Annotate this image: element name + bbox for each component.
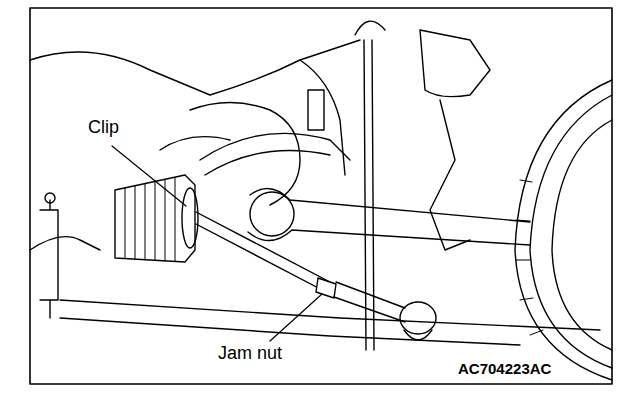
brake-hose xyxy=(355,21,385,35)
label-anchor: AC704223AC xyxy=(456,360,553,377)
label-anchor: Jam nut xyxy=(216,343,284,364)
link-ball xyxy=(45,193,55,203)
ball-joint xyxy=(400,302,436,334)
jam-nut xyxy=(316,278,336,298)
bracket xyxy=(308,90,324,130)
leader-line xyxy=(112,146,186,206)
part-label: Jam nut xyxy=(216,343,284,364)
lower-arm xyxy=(60,300,600,345)
knuckle xyxy=(430,100,470,250)
body-outline xyxy=(30,237,100,250)
caliper xyxy=(420,30,490,97)
figure-code: AC704223AC xyxy=(456,360,553,377)
rotor-face xyxy=(530,95,612,368)
housing xyxy=(300,60,345,175)
tie-rod-end xyxy=(334,282,405,322)
rotor-hub xyxy=(552,120,612,350)
part-label: Clip xyxy=(86,117,121,138)
rack-boot xyxy=(115,175,195,262)
stabilizer-link xyxy=(40,200,58,318)
housing xyxy=(190,103,300,206)
cv-joint xyxy=(250,192,294,236)
rotor-vents xyxy=(516,180,543,335)
tie-rod xyxy=(196,212,330,292)
rotor-edge xyxy=(515,80,612,380)
strut-rod xyxy=(364,40,374,350)
drive-shaft xyxy=(248,189,530,245)
frame xyxy=(30,8,612,384)
label-anchor: Clip xyxy=(86,117,121,138)
ball-joint-boot xyxy=(404,330,432,340)
upper-arm xyxy=(200,133,350,175)
leader-line xyxy=(270,294,322,341)
clip-band xyxy=(182,188,198,248)
